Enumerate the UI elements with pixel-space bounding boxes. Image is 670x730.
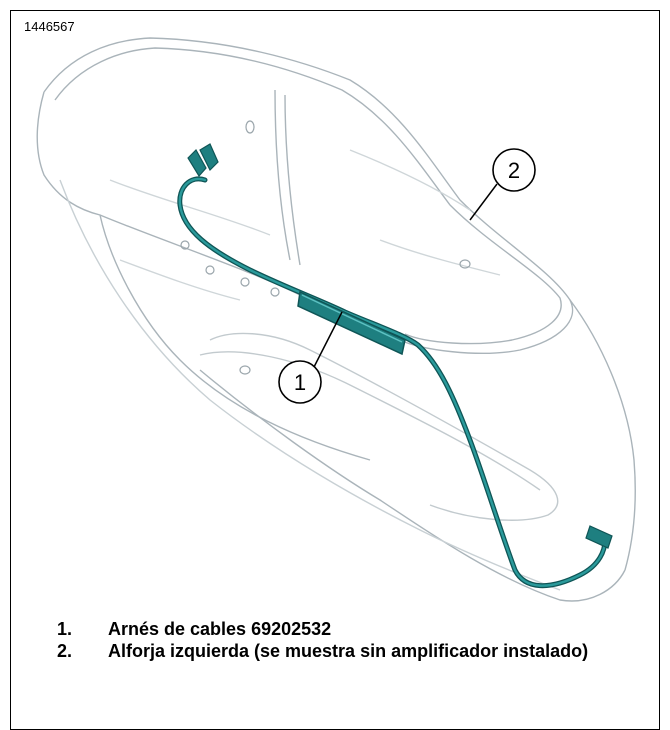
legend: 1. Arnés de cables 69202532 2. Alforja i… bbox=[30, 618, 640, 662]
legend-item-text: Arnés de cables 69202532 bbox=[108, 619, 332, 639]
legend-item-number: 2. bbox=[57, 641, 73, 661]
saddlebag bbox=[36, 37, 636, 602]
mounting-holes bbox=[180, 120, 471, 375]
bottom-connector bbox=[585, 525, 613, 549]
legend-item: 2. Alforja izquierda (se muestra sin amp… bbox=[30, 640, 640, 662]
callout-2: 2 bbox=[469, 148, 536, 221]
harness-clip bbox=[297, 290, 406, 356]
callout-2-label: 2 bbox=[508, 158, 520, 183]
legend-item-text: Alforja izquierda (se muestra sin amplif… bbox=[108, 641, 589, 661]
callout-1: 1 bbox=[278, 311, 343, 404]
legend-item: 1. Arnés de cables 69202532 bbox=[30, 618, 640, 640]
figure-id: 1446567 bbox=[24, 19, 75, 34]
wiring-harness bbox=[177, 143, 613, 589]
legend-item-number: 1. bbox=[57, 619, 73, 639]
top-connector-a bbox=[187, 149, 207, 178]
top-connector-b bbox=[199, 143, 219, 172]
saddlebag-illustration: 2 1 bbox=[36, 37, 636, 602]
callout-1-label: 1 bbox=[294, 370, 306, 395]
